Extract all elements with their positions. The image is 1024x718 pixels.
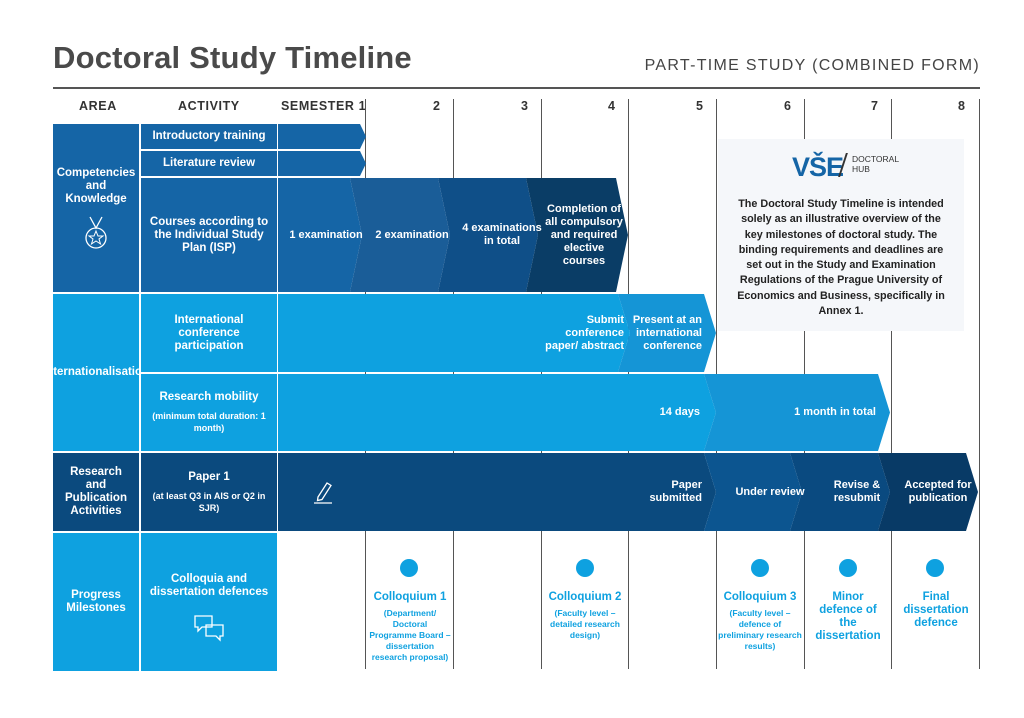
milestone-dot <box>926 559 944 577</box>
isp-step-4-label: Completion of all compulsory and require… <box>545 202 623 267</box>
area-internationalisation: Internationalisation <box>43 294 149 451</box>
page-subtitle: PART-TIME STUDY (COMBINED FORM) <box>644 57 980 74</box>
activity-literature-review: Literature review <box>141 151 277 176</box>
isp-step-2-arrow <box>350 178 450 292</box>
milestone-title: Minor defence of the dissertation <box>815 591 881 642</box>
milestone-detail: (Faculty level – detailed research desig… <box>550 608 620 640</box>
isp-step-3-label: 4 examinations in total <box>462 222 542 247</box>
doctoral-hub-label: DOCTORAL HUB <box>852 154 899 174</box>
milestone-title: Colloquium 1 <box>373 591 447 603</box>
activity-research-mobility: Research mobility (minimum total duratio… <box>141 374 277 451</box>
milestone-title: Colloquium 3 <box>723 591 797 603</box>
isp-step-2-label: 2 examination <box>375 228 449 241</box>
activity-isp-courses: Courses according to the Individual Stud… <box>141 178 277 292</box>
competencies-bars <box>278 124 628 292</box>
milestone-colloquium-1: Colloquium 1 (Department/ Doctoral Progr… <box>368 591 452 663</box>
column-header-semester-4: 4 <box>608 99 616 113</box>
vse-logo-text: VŠE <box>792 152 844 182</box>
mobility-step-2-label: 1 month in total <box>794 406 876 418</box>
semester-divider <box>979 99 980 669</box>
milestone-minor-defence: Minor defence of the dissertation <box>814 591 882 643</box>
mobility-step-1-arrow <box>278 374 716 451</box>
isp-step-3-arrow <box>438 178 538 292</box>
milestone-dot <box>839 559 857 577</box>
activity-colloquia: Colloquia and dissertation defences <box>141 533 277 671</box>
activity-paper-1: Paper 1 (at least Q3 in AIS or Q2 in SJR… <box>141 453 277 531</box>
milestone-title: Final dissertation defence <box>903 591 969 629</box>
hub-line-1: DOCTORAL <box>852 154 900 164</box>
chat-bubbles-icon <box>194 615 224 642</box>
semester-divider <box>891 99 892 669</box>
activity-introductory-training: Introductory training <box>141 124 277 149</box>
area-research: Research and Publication Activities <box>53 453 139 531</box>
milestone-dot <box>576 559 594 577</box>
research-step-1-label: Paper submitted <box>649 479 702 504</box>
column-header-semester-6: 6 <box>784 99 792 113</box>
area-competencies: Competencies and Knowledge <box>53 124 139 292</box>
area-milestones: Progress Milestones <box>53 533 139 671</box>
research-step-3-label: Revise & resubmit <box>833 479 881 504</box>
mobility-step-2-arrow <box>704 374 890 451</box>
milestone-final-defence: Final dissertation defence <box>897 591 975 630</box>
page-title: Doctoral Study Timeline <box>53 40 412 75</box>
info-box: VŠE DOCTORAL HUB The Doctoral Study Time… <box>718 139 964 331</box>
milestone-dot <box>400 559 418 577</box>
activity-conference-participation: International conference participation <box>141 294 277 372</box>
milestone-detail: (Department/ Doctoral Programme Board – … <box>369 608 451 662</box>
column-header-area: AREA <box>79 99 117 113</box>
isp-step-1-label: 1 examination <box>289 228 363 241</box>
literature-review-bar <box>278 151 366 176</box>
mobility-step-1-label: 14 days <box>659 406 700 418</box>
conference-step-2-arrow <box>618 294 716 372</box>
paper-1-label: Paper 1 <box>188 470 230 483</box>
milestone-detail: (Faculty level – defence of preliminary … <box>718 608 802 651</box>
vse-logo: VŠE <box>792 151 844 183</box>
area-label: Competencies and Knowledge <box>56 166 136 205</box>
header-rule <box>53 87 980 89</box>
research-step-2-label: Under review <box>735 485 805 498</box>
milestone-colloquium-3: Colloquium 3 (Faculty level – defence of… <box>718 591 802 652</box>
column-header-semester-5: 5 <box>696 99 704 113</box>
pencil-icon <box>314 482 332 504</box>
research-step-3-arrow <box>790 453 890 531</box>
column-header-semester-2: 2 <box>433 99 441 113</box>
info-text: The Doctoral Study Timeline is intended … <box>737 198 945 318</box>
milestone-colloquium-2: Colloquium 2 (Faculty level – detailed r… <box>543 591 627 641</box>
introductory-training-bar <box>278 124 366 149</box>
research-step-4-label: Accepted for publication <box>904 479 972 504</box>
research-step-4-arrow <box>878 453 978 531</box>
colloquia-label: Colloquia and dissertation defences <box>149 573 269 598</box>
research-step-1-arrow <box>278 453 716 531</box>
hub-line-2: HUB <box>852 164 870 174</box>
column-header-semester-7: 7 <box>871 99 879 113</box>
milestone-title: Colloquium 2 <box>548 591 622 603</box>
isp-step-1-arrow <box>278 178 362 292</box>
internationalisation-bars <box>278 294 890 451</box>
column-header-semester-3: 3 <box>521 99 529 113</box>
conference-step-1-label: Submit conference paper/ abstract <box>545 313 624 352</box>
research-bars <box>278 453 978 531</box>
research-mobility-label: Research mobility <box>159 391 259 403</box>
conference-step-2-label: Present at an international conference <box>632 313 702 352</box>
research-step-2-arrow <box>704 453 802 531</box>
paper-1-note: (at least Q3 in AIS or Q2 in SJR) <box>152 490 266 513</box>
medal-icon <box>85 216 107 249</box>
column-header-semester-1: SEMESTER 1 <box>281 99 367 113</box>
milestone-dot <box>751 559 769 577</box>
research-mobility-note: (minimum total duration: 1 month) <box>152 411 266 433</box>
column-header-activity: ACTIVITY <box>178 99 240 113</box>
isp-step-4-arrow <box>526 178 628 292</box>
column-header-semester-8: 8 <box>958 99 966 113</box>
conference-step-1-arrow <box>278 294 630 372</box>
